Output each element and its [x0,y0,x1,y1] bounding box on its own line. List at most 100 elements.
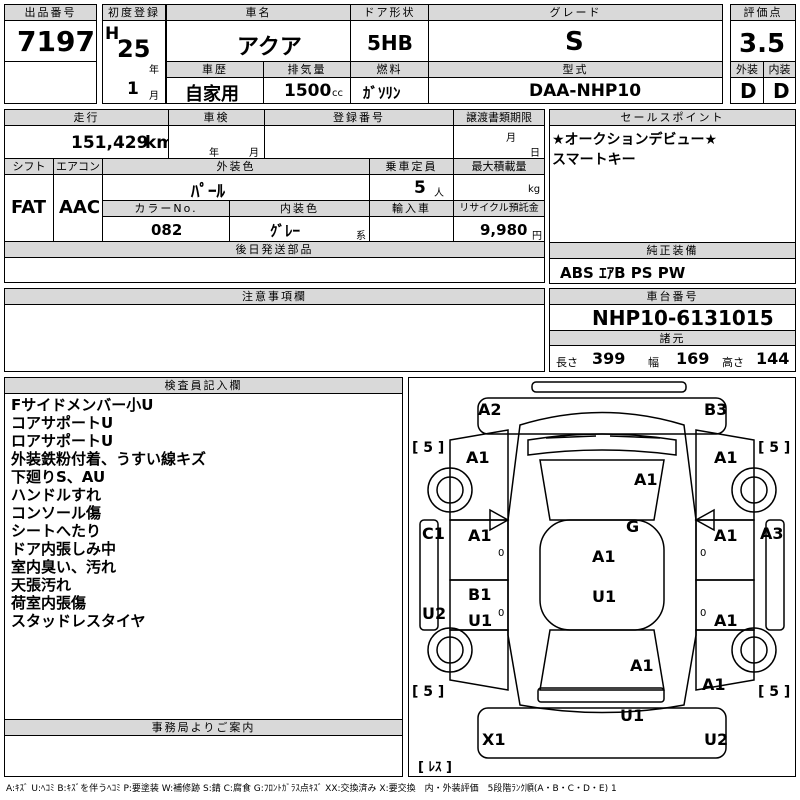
fuel-cell: ｶﾞｿﾘﾝ [350,77,429,104]
transfer-cell: 月 日 [453,125,545,159]
inspector-line: シートへたり [11,522,102,540]
interior-cell: D [763,77,796,104]
tire-depth-rr: [ 5 ] [758,684,791,700]
dims-label: 諸元 [549,330,796,346]
tire-depth-rl: [ 5 ] [412,684,445,700]
door-handle-mark: 0 [700,548,707,559]
damage-mark: A1 [714,526,738,545]
inspector-line: 荷室内張傷 [11,594,87,612]
reg-number-label: 登録番号 [264,109,454,126]
equipment-cell: ABS ｴｱB PS PW [549,258,796,284]
door-handle-mark: 0 [498,608,505,619]
damage-mark: U1 [468,611,493,630]
color-no: 082 [151,221,183,239]
model-cell: DAA-NHP10 [428,77,723,104]
exterior-cell: D [730,77,764,104]
height: 144 [756,349,790,368]
history: 自家用 [185,84,239,105]
fuel-label: 燃料 [350,61,429,78]
chassis-cell: NHP10-6131015 [549,304,796,331]
lot-number: 7197 [17,25,95,58]
damage-mark: A1 [714,448,738,467]
capacity-label: 乗車定員 [369,158,454,175]
tire-depth-fl: [ 5 ] [412,440,445,456]
reg-number-cell [264,125,454,159]
transfer-day-unit: 日 [530,148,540,159]
inspector-line: ドア内張しみ中 [11,540,117,558]
caution-cell [4,304,545,372]
inspector-line: コアサポートU [11,414,114,432]
damage-mark: A2 [478,400,502,419]
mileage-label: 走行 [4,109,169,126]
recycle-cell: 9,980 円 [453,216,545,242]
grade-cell: S [428,20,723,62]
door-handle-mark: 0 [700,608,707,619]
score-label: 評価点 [730,4,796,21]
grade: S [565,27,584,57]
recycle-label: リサイクル預託金 [453,200,545,217]
damage-mark: X1 [482,730,506,749]
car-name-label: 車名 [166,4,351,21]
damage-mark: A1 [634,470,658,489]
car-name-cell: アクア [166,20,351,62]
inspector-line: ロアサポートU [11,432,114,450]
int-color-cell: ｸﾞﾚｰ 系 [229,216,370,242]
capacity-cell: 5 人 [369,174,454,201]
damage-mark: A1 [466,448,490,467]
weight-cell: kg [453,174,545,201]
first-reg-cell: H 25 年 1 月 [102,20,166,104]
insp-year-unit: 年 [209,148,219,159]
damage-mark: B1 [468,585,492,604]
inspector-line: 天張汚れ [11,576,72,594]
int-color: ｸﾞﾚｰ [270,222,301,240]
score: 3.5 [739,29,786,59]
int-color-unit: 系 [356,231,366,242]
color-no-cell: 082 [102,216,230,242]
exterior: D [740,79,757,103]
inspector-label: 検査員記入欄 [4,377,403,394]
inspector-line: 室内臭い、汚れ [11,558,117,576]
history-label: 車歴 [166,61,264,78]
recycle: 9,980 [480,221,528,239]
model: DAA-NHP10 [529,81,642,101]
damage-mark: U2 [422,604,447,623]
office-cell [4,735,403,777]
inspector-line: コンソール傷 [11,504,102,522]
color-no-label: カラーNo. [102,200,230,217]
interior-label: 内装 [763,61,796,78]
mileage-unit: km [145,133,175,153]
reg-year: 25 [117,35,151,63]
equipment-label: 純正装備 [549,242,796,259]
car-diagram-frame [408,377,796,777]
weight-unit: kg [528,184,541,195]
int-color-label: 内装色 [229,200,370,217]
damage-mark: U2 [704,730,729,749]
later-parts-cell [4,257,545,283]
equipment: ABS ｴｱB PS PW [560,264,686,282]
width: 169 [676,349,710,368]
sales-point-cell: ★オークションデビュー★ スマートキー [549,125,796,243]
color: ﾊﾟｰﾙ [191,182,225,202]
sales-point-line: スマートキー [552,152,636,168]
capacity: 5 [414,178,426,198]
door: 5HB [367,31,413,55]
length-label: 長さ [556,356,578,369]
lot-number-cell: 7197 [4,20,97,62]
month-unit: 月 [149,91,159,102]
inspection-label: 車検 [168,109,265,126]
spare-tire-value: [ ﾚｽ ] [418,760,452,775]
first-reg-label: 初度登録 [102,4,166,21]
fuel: ｶﾞｿﾘﾝ [363,84,401,102]
inspector-line: 外装鉄粉付着、うすい線キズ [11,450,207,468]
inspector-line: Fサイドメンバー小U [11,396,154,414]
damage-mark: A1 [714,611,738,630]
damage-mark: A1 [592,547,616,566]
displacement-cell: 1500 cc [263,77,351,104]
capacity-unit: 人 [434,188,444,199]
damage-mark: A1 [630,656,654,675]
recycle-unit: 円 [532,231,542,242]
ac-label: エアコン [53,158,103,175]
door-cell: 5HB [350,20,429,62]
interior: D [773,79,790,103]
transfer-label: 譲渡書類期限 [453,109,545,126]
